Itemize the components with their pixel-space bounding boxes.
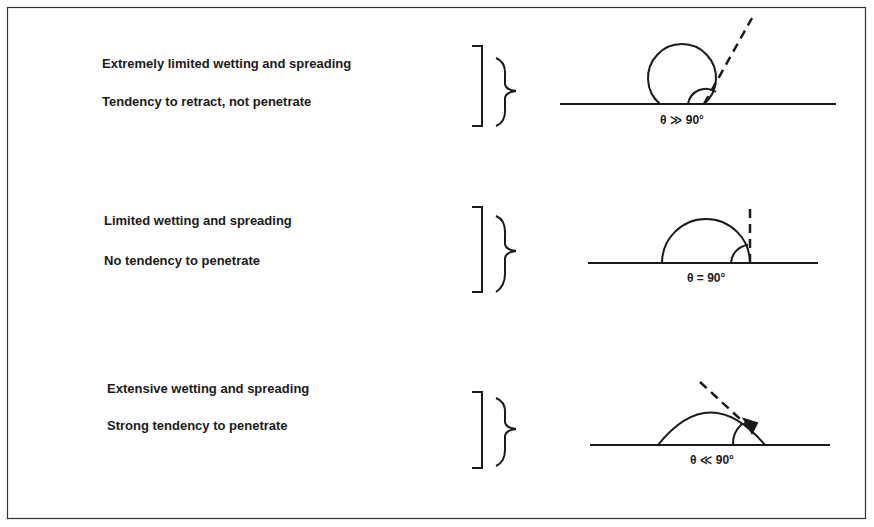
frame-border (8, 8, 866, 519)
description-text: Limited wetting and spreading (104, 213, 292, 229)
description-text: Tendency to retract, not penetrate (102, 94, 311, 110)
description-text: Strong tendency to penetrate (107, 418, 288, 434)
angle-label: θ = 90° (685, 270, 727, 286)
brackets (472, 46, 516, 468)
description-text: No tendency to penetrate (104, 253, 260, 269)
description-text: Extensive wetting and spreading (107, 381, 309, 397)
drop-figures (560, 18, 836, 445)
description-text: Extremely limited wetting and spreading (102, 56, 351, 72)
angle-label: θ ≪ 90° (688, 452, 736, 468)
angle-label: θ ≫ 90° (658, 112, 706, 128)
